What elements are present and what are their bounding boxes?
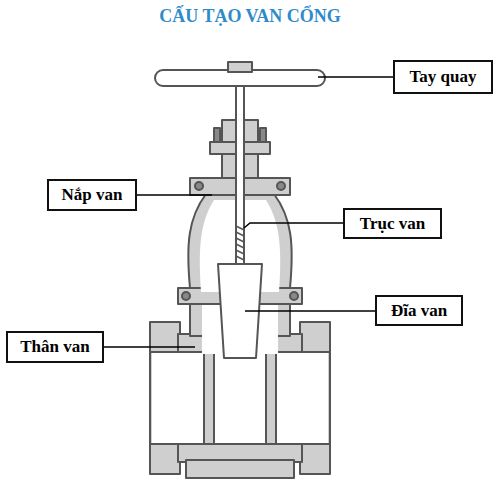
leader-line xyxy=(244,223,343,228)
part-name: Tay quay xyxy=(410,67,477,87)
label-box: Nắp van xyxy=(47,179,137,211)
bore xyxy=(152,352,328,444)
bolt xyxy=(290,292,298,300)
label-box: Trục van xyxy=(343,208,442,239)
seat xyxy=(204,352,214,444)
gland-bolt xyxy=(260,128,266,142)
part-name: Trục van xyxy=(360,214,425,234)
bore-line xyxy=(150,443,330,445)
leader-line xyxy=(103,346,195,348)
body-bottom xyxy=(186,460,294,478)
leader-line xyxy=(318,76,393,78)
leader-line xyxy=(245,310,375,312)
handwheel-nut xyxy=(228,62,252,72)
part-name: Nắp van xyxy=(62,185,123,205)
bolt xyxy=(277,182,285,190)
leader-line xyxy=(136,194,212,196)
label-box: Thân van xyxy=(6,331,104,363)
part-name: Đĩa van xyxy=(391,301,447,321)
label-box: Tay quay xyxy=(393,60,493,94)
stem xyxy=(236,84,244,268)
bolt xyxy=(182,292,190,300)
gland-bolt xyxy=(214,128,220,142)
part-name: Thân van xyxy=(20,337,89,357)
seat xyxy=(266,352,276,444)
stem-thread xyxy=(236,226,244,260)
diagram-title: CẤU TẠO VAN CỔNG xyxy=(0,6,500,27)
bolt xyxy=(195,182,203,190)
label-box: Đĩa van xyxy=(375,295,463,326)
